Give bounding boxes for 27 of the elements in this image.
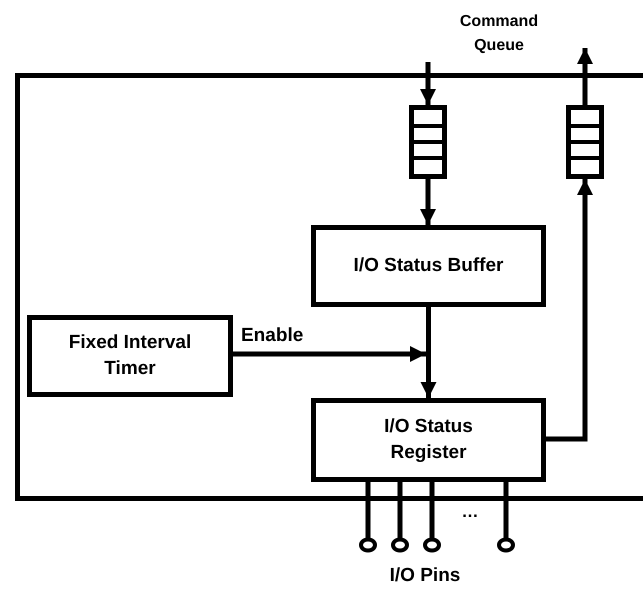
queue-buffer bbox=[409, 105, 447, 179]
arrow bbox=[420, 179, 436, 225]
pin-line bbox=[398, 482, 402, 538]
pin-terminal bbox=[423, 538, 441, 552]
process-box bbox=[311, 225, 546, 307]
arrow bbox=[420, 62, 436, 105]
arrow bbox=[233, 346, 426, 362]
pin-terminal bbox=[359, 538, 377, 552]
queue-buffer bbox=[566, 105, 604, 179]
pin-terminal bbox=[391, 538, 409, 552]
pin-line bbox=[430, 482, 434, 538]
edge-label: Enable bbox=[241, 325, 304, 347]
arrow bbox=[546, 179, 593, 442]
ellipsis-text: … bbox=[460, 501, 480, 523]
process-box bbox=[27, 315, 233, 397]
box-label: I/O Status Register bbox=[383, 415, 474, 465]
process-box bbox=[311, 398, 546, 482]
pins-caption: I/O Pins bbox=[388, 564, 462, 588]
queue-caption: Command Queue bbox=[458, 12, 540, 56]
device-boundary bbox=[15, 73, 643, 501]
pin-line bbox=[504, 482, 508, 538]
arrow bbox=[420, 307, 436, 398]
box-label: Fixed Interval Timer bbox=[68, 331, 192, 381]
box-label: I/O Status Buffer bbox=[352, 254, 504, 278]
pin-terminal bbox=[497, 538, 515, 552]
arrow bbox=[577, 48, 593, 105]
pin-line bbox=[366, 482, 370, 538]
